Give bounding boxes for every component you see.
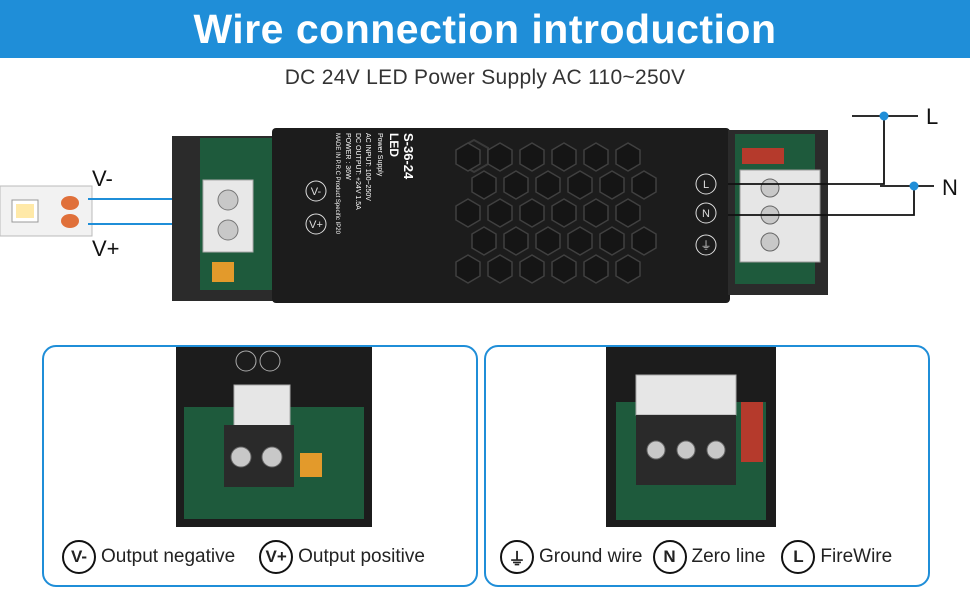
mark-neutral: N [702, 208, 710, 220]
legend-firewire: L FireWire [781, 540, 892, 574]
label-brand-sub: Power Supply [376, 133, 383, 177]
mark-v-minus: V- [311, 186, 322, 198]
page-title: Wire connection introduction [193, 6, 777, 52]
legend-label: Output positive [298, 546, 425, 567]
wire-neutral [728, 186, 915, 216]
input-terminal-panel: ⏚ Ground wire N Zero line L FireWire [484, 345, 930, 587]
label-spec-2: DC OUTPUT: +24V 1.5A [354, 133, 361, 210]
legend-label: FireWire [820, 546, 893, 567]
wire-label-v-minus: V- [92, 166, 113, 191]
live-symbol: L [781, 540, 816, 574]
legend-output-negative: V- Output negative [62, 540, 235, 574]
label-model: S-36-24 [401, 133, 416, 180]
mark-v-plus: V+ [309, 219, 323, 231]
legend-label: Zero line [691, 546, 766, 567]
v-plus-symbol: V+ [259, 540, 294, 574]
input-legend: ⏚ Ground wire N Zero line L FireWire [500, 537, 902, 577]
wire-label-neutral: N [942, 175, 958, 200]
wire-label-live: L [926, 104, 939, 129]
title-banner: Wire connection introduction [0, 0, 970, 58]
legend-zero-line: N Zero line [652, 540, 766, 574]
label-brand: LED [387, 133, 401, 157]
legend-ground-wire: ⏚ Ground wire [500, 540, 643, 574]
mark-ground: ⏚ [701, 239, 712, 252]
label-spec-3: POWER : 36W [344, 133, 351, 180]
v-minus-symbol: V- [62, 540, 96, 574]
power-supply-illustration: LED Power Supply AC INPUT: 100~250V DC O… [0, 111, 934, 303]
case-label: LED Power Supply AC INPUT: 100~250V DC O… [334, 133, 416, 235]
mark-live: L [703, 179, 709, 191]
legend-label: Output negative [101, 546, 236, 567]
product-subtitle: DC 24V LED Power Supply AC 110~250V [284, 66, 686, 89]
wire-label-v-plus: V+ [92, 236, 120, 261]
label-spec-4: MADE IN P.R.C Product Specific IP20 [334, 133, 340, 235]
ground-icon: ⏚ [500, 540, 534, 574]
output-legend: V- Output negative V+ Output positive [62, 537, 435, 577]
output-terminal-photo [176, 347, 372, 527]
legend-label: Ground wire [539, 546, 643, 567]
wire-live [728, 116, 885, 185]
output-terminal-panel: V- Output negative V+ Output positive [42, 345, 478, 587]
input-terminal-photo [606, 347, 776, 527]
legend-output-positive: V+ Output positive [259, 540, 425, 574]
led-strip [0, 185, 93, 237]
neutral-symbol: N [652, 540, 687, 574]
label-spec-1: AC INPUT: 100~250V [364, 133, 371, 201]
